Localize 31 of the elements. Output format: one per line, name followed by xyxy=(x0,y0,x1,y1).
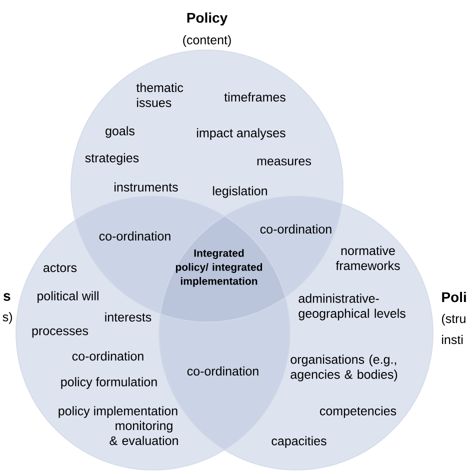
term-label: administrative- geographical levels xyxy=(298,294,406,320)
circle-heading: Poli xyxy=(442,292,466,302)
term-label: thematic issues xyxy=(136,82,184,108)
circle-heading: Policy xyxy=(187,12,228,26)
term-label: monitoring & evaluation xyxy=(110,420,178,446)
term-label: processes xyxy=(32,328,88,338)
circle-heading: (stru insti xyxy=(442,314,466,344)
term-label: normative frameworks xyxy=(336,246,400,270)
term-label: legislation xyxy=(213,186,267,198)
term-label: interests xyxy=(105,312,152,322)
term-label: political will xyxy=(38,291,98,303)
circle-heading: (content) xyxy=(183,35,231,47)
term-label: measures xyxy=(257,158,311,166)
term-label: organisations (e.g., agencies & bodies) xyxy=(290,354,398,382)
term-label: co-ordination xyxy=(99,231,170,241)
term-label: policy formulation xyxy=(61,377,157,389)
term-label: timeframes xyxy=(224,92,286,102)
circle-heading: s) xyxy=(2,312,12,324)
term-label: co-ordination xyxy=(187,366,258,376)
term-label: co-ordination xyxy=(72,351,144,361)
term-label: competencies xyxy=(320,406,396,418)
circle-heading: s xyxy=(4,293,10,301)
term-label: capacities xyxy=(272,436,326,448)
term-label: instruments xyxy=(114,182,178,192)
term-label: policy implementation xyxy=(58,406,178,418)
term-label: Integrated policy/ integrated implementation xyxy=(176,249,262,287)
term-label: co-ordination xyxy=(260,224,332,234)
term-label: strategies xyxy=(85,153,139,165)
term-label: goals xyxy=(106,126,134,138)
term-label: impact analyses xyxy=(197,128,286,140)
term-label: actors xyxy=(44,264,77,272)
